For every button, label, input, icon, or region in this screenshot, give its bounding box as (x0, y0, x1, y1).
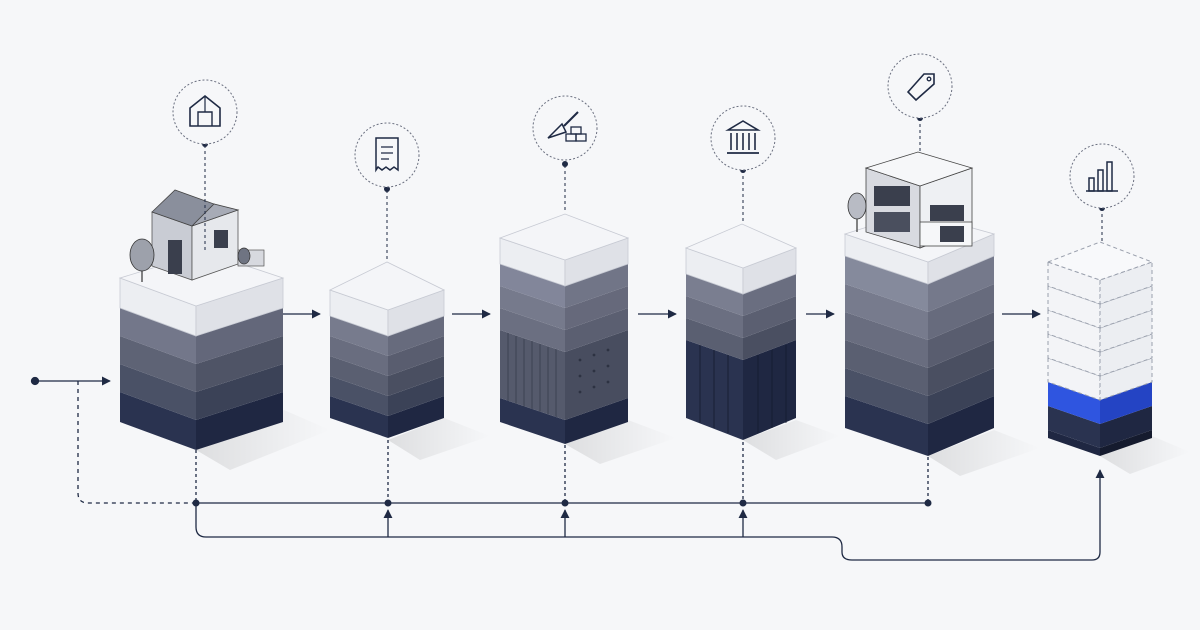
house-model (151, 189, 265, 281)
facade-texture (507, 333, 557, 417)
bar-chart-icon (1069, 143, 1135, 209)
tree-right (237, 247, 251, 265)
price-tag-icon (887, 53, 953, 119)
modern-building-stage-stack (843, 151, 1040, 476)
entry-dot (30, 376, 40, 386)
construction-stage-stack (498, 213, 676, 464)
modern-building-model (864, 151, 974, 249)
entry-dashed-link (77, 381, 196, 504)
receipt-stage-stack (328, 261, 490, 460)
receipt-icon (354, 122, 420, 188)
tree-left (129, 238, 155, 282)
tree-modern (847, 192, 867, 232)
highlight-level (1048, 382, 1100, 424)
facade-dots (578, 348, 610, 394)
house-icon (172, 79, 238, 145)
bank-building-icon (710, 105, 776, 171)
analytics-stage-stack (1046, 241, 1190, 474)
bus-junction-dots (192, 499, 932, 507)
secondary-bus-line (195, 469, 1105, 561)
icon-callouts (172, 53, 1135, 260)
house-stage-stack (118, 189, 330, 470)
institution-stage-stack (684, 223, 840, 460)
trowel-bricks-icon (532, 95, 598, 161)
